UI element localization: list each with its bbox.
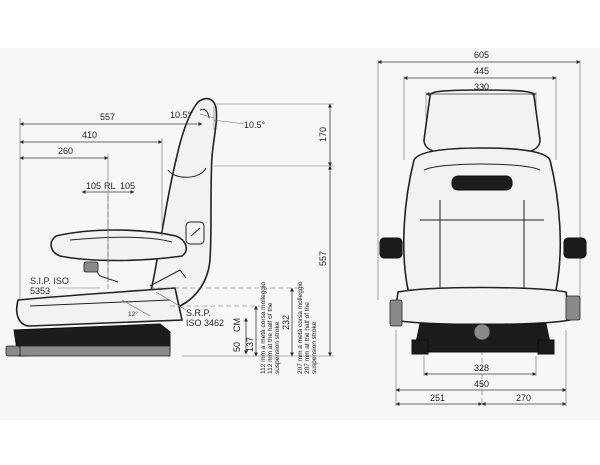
- dim-410: 410: [82, 130, 97, 140]
- dim-260: 260: [58, 146, 73, 156]
- dim-170: 170: [318, 127, 328, 142]
- center-knob: [473, 323, 491, 341]
- sip-title: S.I.P. ISO: [30, 276, 69, 286]
- dim-557-height: 557: [318, 251, 328, 266]
- left-armrest-knob: [379, 237, 403, 259]
- dim-605: 605: [474, 50, 489, 60]
- angle-10-5-right: 10.5°: [244, 120, 266, 130]
- front-seat-outline: [379, 89, 587, 355]
- srp-title: S.R.P.: [186, 308, 211, 318]
- note-207-en: 207 mm at the half of the: [304, 302, 311, 374]
- dim-232: 232: [281, 315, 291, 330]
- dim-50-unit: CM: [232, 318, 242, 332]
- dim-rl-label: RL: [104, 181, 116, 191]
- seat-adjust-lever: [83, 261, 99, 273]
- dim-270: 270: [516, 393, 531, 403]
- angle-12: 12°: [128, 310, 138, 318]
- dim-328: 328: [474, 363, 489, 373]
- note-112-it: 112 mm a metà corsa molleggio: [260, 282, 267, 374]
- dim-557-side: 557: [100, 112, 115, 122]
- dim-50: 50: [232, 342, 242, 352]
- dim-rl-right: 105: [120, 181, 135, 191]
- front-handle: [5, 345, 21, 357]
- right-armrest-knob: [563, 237, 587, 259]
- dim-rl-left: 105: [86, 181, 101, 191]
- note-207-en2: suspension stroke: [311, 321, 318, 374]
- backrest-lever: [185, 221, 205, 245]
- dim-251: 251: [430, 393, 445, 403]
- note-207-it: 207 mm a metà corsa molleggio: [297, 281, 304, 374]
- angle-10-5-left: 10.5°: [170, 110, 192, 120]
- srp-code: ISO 3462: [186, 318, 224, 328]
- back-handle: [451, 175, 513, 191]
- front-view: 605 445 330 328 450 251 270: [377, 50, 587, 406]
- side-view: 557 410 260 105 RL 105 10.5° 10.5° 170 5…: [5, 97, 334, 374]
- side-seat-outline: [5, 97, 218, 357]
- dim-450: 450: [474, 379, 489, 389]
- dim-137: 137: [245, 337, 255, 352]
- dim-330: 330: [474, 82, 489, 92]
- note-112-en: 112 mm at the half of the: [267, 302, 274, 374]
- sip-code: 5353: [30, 286, 50, 296]
- dim-445: 445: [474, 66, 489, 76]
- note-112-en2: suspension stroke: [274, 321, 281, 374]
